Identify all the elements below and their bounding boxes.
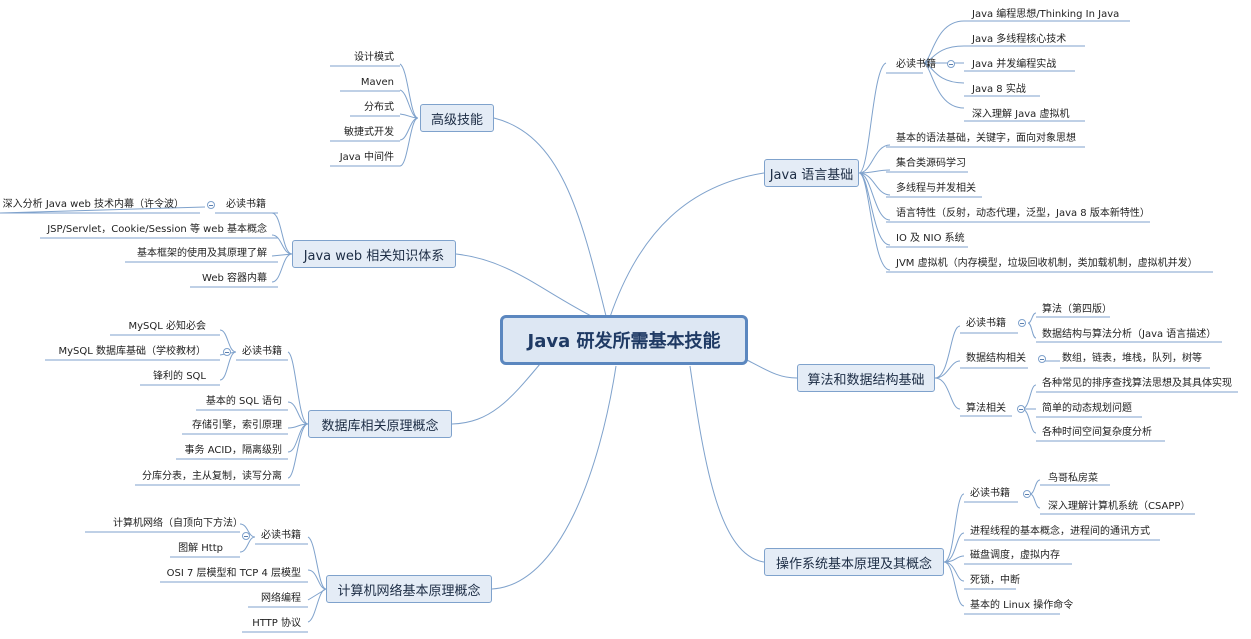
java-lang-item[interactable]: 集合类源码学习 — [896, 158, 966, 169]
java-lang-book[interactable]: Java 多线程核心技术 — [972, 34, 1067, 45]
algo-alg-label[interactable]: 算法相关 — [966, 403, 1006, 414]
os-books-label[interactable]: 必读书籍 — [970, 488, 1010, 499]
db-book[interactable]: 锋利的 SQL — [153, 371, 206, 382]
java-lang-book[interactable]: Java 并发编程实战 — [972, 59, 1057, 70]
algo-book[interactable]: 算法（第四版） — [1042, 304, 1112, 315]
advanced-item[interactable]: Maven — [360, 77, 394, 88]
algo-book[interactable]: 数据结构与算法分析（Java 语言描述） — [1042, 329, 1217, 340]
collapse-icon[interactable] — [223, 348, 231, 356]
web-item[interactable]: Web 容器内幕 — [202, 273, 267, 284]
os-book[interactable]: 深入理解计算机系统（CSAPP） — [1048, 501, 1191, 512]
collapse-icon[interactable] — [1017, 405, 1025, 413]
db-item[interactable]: 基本的 SQL 语句 — [205, 396, 282, 407]
algo-ds-item[interactable]: 数组，链表，堆栈，队列，树等 — [1062, 353, 1202, 364]
advanced-item[interactable]: 敏捷式开发 — [344, 127, 394, 138]
algo-alg-item[interactable]: 简单的动态规划问题 — [1042, 403, 1132, 414]
java-lang-book[interactable]: Java 8 实战 — [972, 84, 1026, 95]
web-item[interactable]: 基本框架的使用及其原理了解 — [137, 248, 267, 259]
net-item[interactable]: 网络编程 — [261, 593, 301, 604]
net-item[interactable]: HTTP 协议 — [252, 618, 301, 629]
collapse-icon[interactable] — [207, 201, 215, 209]
net-item[interactable]: OSI 7 层模型和 TCP 4 层模型 — [166, 568, 301, 579]
advanced-item[interactable]: 设计模式 — [354, 52, 394, 63]
algo-ds-label[interactable]: 数据结构相关 — [966, 353, 1026, 364]
db-item[interactable]: 分库分表，主从复制，读写分离 — [142, 471, 282, 482]
os-book[interactable]: 鸟哥私房菜 — [1048, 473, 1098, 484]
db-books-label[interactable]: 必读书籍 — [242, 346, 282, 357]
central-topic[interactable]: Java 研发所需基本技能 — [500, 315, 748, 365]
java-lang-book[interactable]: Java 编程思想/Thinking In Java — [972, 9, 1120, 20]
branch-java-web[interactable]: Java web 相关知识体系 — [292, 240, 456, 268]
java-lang-item[interactable]: 语言特性（反射，动态代理，泛型，Java 8 版本新特性） — [896, 208, 1150, 219]
net-book[interactable]: 图解 Http — [178, 543, 223, 554]
java-lang-books-label[interactable]: 必读书籍 — [896, 59, 936, 70]
os-item[interactable]: 磁盘调度，虚拟内存 — [970, 550, 1060, 561]
os-item[interactable]: 死锁，中断 — [970, 575, 1020, 586]
net-books-label[interactable]: 必读书籍 — [261, 530, 301, 541]
web-book[interactable]: 深入分析 Java web 技术内幕（许令波） — [2, 199, 184, 210]
web-item[interactable]: JSP/Servlet，Cookie/Session 等 web 基本概念 — [47, 224, 267, 235]
os-item[interactable]: 进程线程的基本概念，进程间的通讯方式 — [970, 526, 1150, 537]
net-book[interactable]: 计算机网络（自顶向下方法） — [113, 518, 243, 529]
java-lang-item[interactable]: IO 及 NIO 系统 — [896, 233, 965, 244]
collapse-icon[interactable] — [947, 60, 955, 68]
java-lang-item[interactable]: 多线程与并发相关 — [896, 183, 976, 194]
branch-computer-network[interactable]: 计算机网络基本原理概念 — [326, 575, 492, 603]
os-item[interactable]: 基本的 Linux 操作命令 — [970, 600, 1074, 611]
db-item[interactable]: 事务 ACID，隔离级别 — [184, 445, 282, 456]
db-book[interactable]: MySQL 必知必会 — [128, 321, 206, 332]
web-books-label[interactable]: 必读书籍 — [226, 199, 266, 210]
java-lang-book[interactable]: 深入理解 Java 虚拟机 — [972, 109, 1070, 120]
branch-java-language[interactable]: Java 语言基础 — [764, 159, 859, 187]
collapse-icon[interactable] — [1018, 319, 1026, 327]
collapse-icon[interactable] — [1038, 355, 1046, 363]
advanced-item[interactable]: 分布式 — [364, 102, 394, 113]
java-lang-item[interactable]: JVM 虚拟机（内存模型，垃圾回收机制，类加载机制，虚拟机并发） — [896, 258, 1198, 269]
algo-books-label[interactable]: 必读书籍 — [966, 318, 1006, 329]
collapse-icon[interactable] — [242, 532, 250, 540]
branch-operating-system[interactable]: 操作系统基本原理及其概念 — [764, 548, 944, 576]
java-lang-item[interactable]: 基本的语法基础，关键字，面向对象思想 — [896, 133, 1076, 144]
algo-alg-item[interactable]: 各种时间空间复杂度分析 — [1042, 427, 1152, 438]
advanced-item[interactable]: Java 中间件 — [339, 152, 394, 163]
collapse-icon[interactable] — [1023, 490, 1031, 498]
branch-database[interactable]: 数据库相关原理概念 — [308, 410, 452, 438]
db-book[interactable]: MySQL 数据库基础（学校教材） — [58, 346, 206, 357]
algo-alg-item[interactable]: 各种常见的排序查找算法思想及其具体实现 — [1042, 378, 1232, 389]
branch-advanced-skills[interactable]: 高级技能 — [420, 104, 494, 132]
db-item[interactable]: 存储引擎，索引原理 — [192, 420, 282, 431]
branch-algorithms[interactable]: 算法和数据结构基础 — [797, 364, 935, 392]
